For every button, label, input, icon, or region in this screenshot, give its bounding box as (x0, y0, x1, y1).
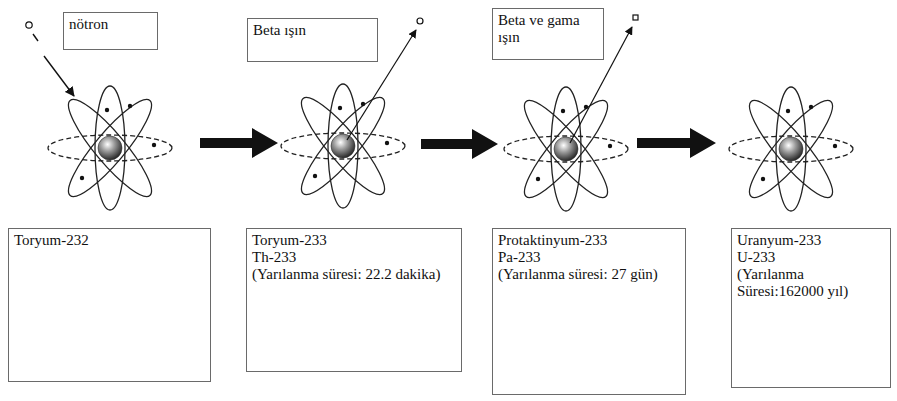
label-box: nötron (63, 12, 158, 50)
reaction-arrow (200, 128, 278, 158)
label-box: Beta ve gama ışın (492, 8, 604, 60)
box-text: Toryum-232 (14, 232, 205, 249)
box-text: U-233 (737, 249, 885, 266)
box-text: nötron (69, 16, 152, 33)
atom-figure (48, 86, 172, 210)
neutron-arrow (44, 56, 74, 96)
box-text: Beta ışın (253, 22, 372, 39)
atom-figure (729, 87, 853, 211)
isotope-box: Toryum-232 (8, 228, 211, 382)
box-text: (Yarılanma Süresi:162000 yıl) (737, 266, 885, 300)
box-text: Protaktinyum-233 (498, 232, 680, 249)
box-text: Uranyum-233 (737, 232, 885, 249)
box-text: (Yarılanma süresi: 27 gün) (498, 266, 680, 283)
motion-mark (33, 34, 38, 41)
box-text: Toryum-233 (252, 232, 456, 249)
neutron-particle (26, 22, 32, 28)
reaction-arrow (637, 128, 716, 158)
reaction-arrow (421, 129, 498, 159)
beta-particle (417, 18, 423, 24)
label-box: Beta ışın (247, 18, 378, 62)
atom-figure (504, 87, 628, 211)
box-text: Beta ve gama ışın (498, 12, 598, 46)
isotope-box: Protaktinyum-233Pa-233(Yarılanma süresi:… (492, 228, 686, 395)
isotope-box: Toryum-233Th-233(Yarılanma süresi: 22.2 … (246, 228, 462, 372)
isotope-box: Uranyum-233U-233(Yarılanma Süresi:162000… (731, 228, 891, 388)
box-text: Pa-233 (498, 249, 680, 266)
atom-figure (281, 84, 405, 208)
gamma-particle (633, 15, 638, 20)
box-text: (Yarılanma süresi: 22.2 dakika) (252, 266, 456, 283)
box-text: Th-233 (252, 249, 456, 266)
